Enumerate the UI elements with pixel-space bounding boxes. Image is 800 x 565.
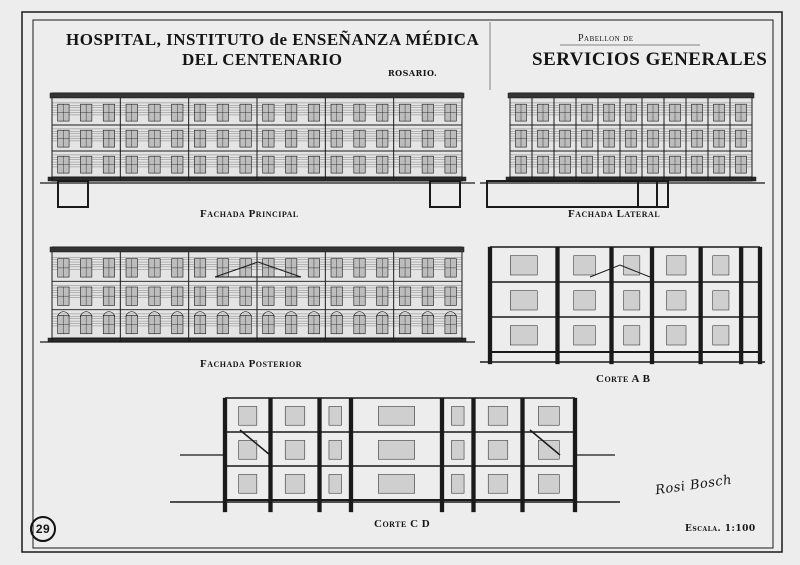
corte-ab-opening [510, 290, 538, 311]
corte-ab-opening [510, 325, 538, 346]
fachada-posterior-arch [216, 311, 229, 318]
fachada-principal-cornice [49, 92, 465, 99]
scale-label: Escala. 1:100 [685, 524, 756, 534]
lateral-foundation [486, 180, 658, 208]
fachada-posterior-arch [194, 311, 207, 318]
fachada-posterior-arch [57, 311, 70, 318]
corte-cd-opening [451, 406, 465, 426]
corte-ab-opening [573, 325, 596, 346]
corte-cd-opening [487, 474, 509, 494]
corte-cd-opening [328, 406, 342, 426]
fachada-lateral-cornice [507, 92, 755, 99]
pediment [214, 261, 302, 278]
corte-ab-wall [487, 246, 493, 365]
corte-ab-opening [712, 255, 730, 276]
corte-cd-opening [378, 406, 415, 426]
fachada-posterior-cornice [49, 246, 465, 253]
corte-cd-opening [238, 474, 258, 494]
corte-cd-opening [378, 440, 415, 460]
corte-ab-opening [573, 290, 596, 311]
corte-cd-opening [451, 474, 465, 494]
fachada-posterior-arch [330, 311, 343, 318]
corte-cd-wall [317, 397, 322, 513]
corte-cd-wall [348, 397, 354, 513]
corte-cd-opening [538, 474, 560, 494]
corte-ab-opening [623, 255, 641, 276]
fachada-posterior-arch [285, 311, 298, 318]
corte-cd-opening [487, 406, 509, 426]
fachada-posterior-arch [262, 311, 275, 318]
corte-ab-opening [510, 255, 538, 276]
corte-cd-opening [238, 440, 258, 460]
corte-cd-opening [378, 474, 415, 494]
corte-cd [222, 397, 578, 513]
fachada-principal [47, 92, 467, 182]
corte-cd-wall [439, 397, 445, 513]
lateral-foundation-2 [637, 180, 669, 208]
corte-cd-opening [328, 440, 342, 460]
foundation-right [429, 180, 461, 208]
pavilion-name: SERVICIOS GENERALES [532, 49, 768, 70]
corte-ab-opening [666, 255, 687, 276]
corte-ab-wall [698, 246, 703, 365]
corte-cd-opening [284, 474, 306, 494]
city-label: ROSARIO. [388, 68, 438, 78]
fachada-posterior-arch [307, 311, 320, 318]
fachada-posterior-arch [399, 311, 412, 318]
label-fachada-posterior: Fachada Posterior [200, 358, 303, 370]
label-fachada-lateral: Fachada Lateral [568, 208, 661, 220]
foundation-left [57, 180, 89, 208]
corte-ab-roof [589, 264, 651, 278]
corte-ab-opening [712, 325, 730, 346]
corte-ab-wall [555, 246, 560, 365]
fachada-posterior-arch [171, 311, 184, 318]
corte-ab-wall [649, 246, 655, 365]
corte-ab-wall [757, 246, 763, 365]
corte-ab-opening [623, 325, 641, 346]
corte-cd-opening [487, 440, 509, 460]
fachada-posterior-arch [239, 311, 252, 318]
corte-ab-opening [666, 325, 687, 346]
sheet-number: 29 [30, 516, 56, 542]
fachada-posterior-arch [125, 311, 138, 318]
corte-ab-wall [609, 246, 614, 365]
corte-cd-opening [451, 440, 465, 460]
fachada-posterior-arch [376, 311, 389, 318]
corte-ab-wall [738, 246, 744, 365]
corte-cd-opening [538, 440, 560, 460]
corte-cd-opening [538, 406, 560, 426]
corte-ab-opening [623, 290, 641, 311]
corte-ab-opening [666, 290, 687, 311]
corte-cd-opening [328, 474, 342, 494]
fachada-lateral [505, 92, 757, 182]
corte-ab-opening [712, 290, 730, 311]
corte-cd-opening [238, 406, 258, 426]
fachada-posterior-arch [80, 311, 93, 318]
label-corte-cd: Corte C D [374, 518, 431, 530]
sheet-title-line2: DEL CENTENARIO [182, 50, 343, 69]
corte-cd-opening [284, 440, 306, 460]
fachada-posterior-arch [353, 311, 366, 318]
label-corte-ab: Corte A B [596, 373, 651, 385]
corte-cd-opening [284, 406, 306, 426]
corte-ab [487, 246, 763, 365]
outer-border [21, 11, 783, 553]
label-fachada-principal: Fachada Principal [200, 208, 299, 220]
pavilion-prefix: Pabellon de [578, 33, 634, 44]
corte-cd-wall [471, 397, 476, 513]
fachada-posterior-arch [102, 311, 115, 318]
fachada-posterior-arch [444, 311, 457, 318]
inner-border [32, 19, 774, 549]
sheet-title-line1: HOSPITAL, INSTITUTO de ENSEÑANZA MÉDICA [66, 30, 480, 49]
corte-cd-stairs [239, 429, 561, 456]
fachada-posterior [47, 246, 467, 343]
corte-cd-wall [268, 397, 273, 513]
corte-cd-wall [520, 397, 525, 513]
corte-ab-opening [573, 255, 596, 276]
fachada-posterior-arch [148, 311, 161, 318]
fachada-posterior-arch [421, 311, 434, 318]
